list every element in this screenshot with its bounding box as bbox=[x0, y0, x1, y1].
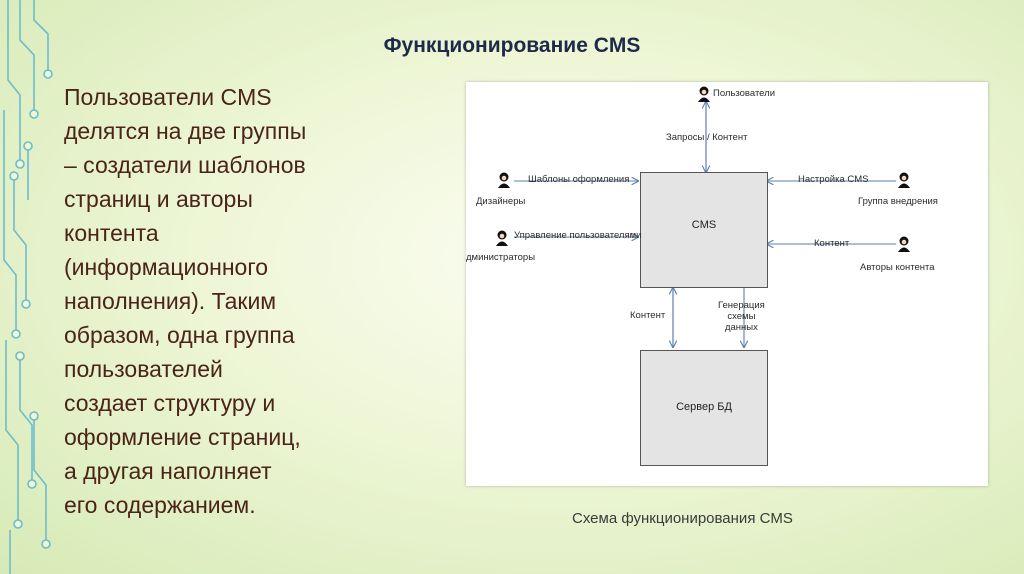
deployment-person-icon bbox=[898, 172, 910, 188]
label-requests-content: Запросы / Контент bbox=[666, 132, 748, 143]
cms-box: CMS bbox=[640, 172, 768, 288]
circuit-decoration bbox=[3, 0, 53, 574]
actor-authors-label: Авторы контента bbox=[860, 262, 935, 273]
label-templates: Шаблоны оформления bbox=[528, 174, 630, 185]
db-box-label: Сервер БД bbox=[676, 401, 732, 413]
slide-body-text: Пользователи CMS делятся на две группы –… bbox=[64, 84, 307, 518]
slide-title: Функционирование CMS bbox=[383, 34, 641, 57]
admins-person-icon bbox=[496, 230, 508, 246]
label-cms-setup: Настройка CMS bbox=[798, 174, 869, 185]
authors-person-icon bbox=[898, 236, 910, 252]
cms-box-label: CMS bbox=[691, 219, 717, 231]
actor-deployment-label: Группа внедрения bbox=[858, 196, 938, 207]
diagram-arrows bbox=[514, 82, 896, 486]
actor-designers-label: Дизайнеры bbox=[476, 196, 526, 207]
actor-admins-label: дминистраторы bbox=[466, 252, 536, 263]
designers-person-icon bbox=[498, 172, 510, 188]
label-content-bottom: Контент bbox=[630, 310, 666, 321]
cms-diagram: CMS Сервер БД Пользователи Дизайнеры дми… bbox=[466, 82, 988, 486]
users-person-icon bbox=[698, 86, 710, 102]
label-user-management: Управление пользователями bbox=[514, 230, 642, 241]
label-schema-generation: Генерация схемы данных bbox=[718, 300, 765, 333]
db-server-box: Сервер БД bbox=[640, 350, 768, 466]
actor-users-label: Пользователи bbox=[713, 88, 776, 99]
label-content-right: Контент bbox=[814, 238, 850, 249]
diagram-caption: Схема функционирования CMS bbox=[572, 510, 793, 527]
